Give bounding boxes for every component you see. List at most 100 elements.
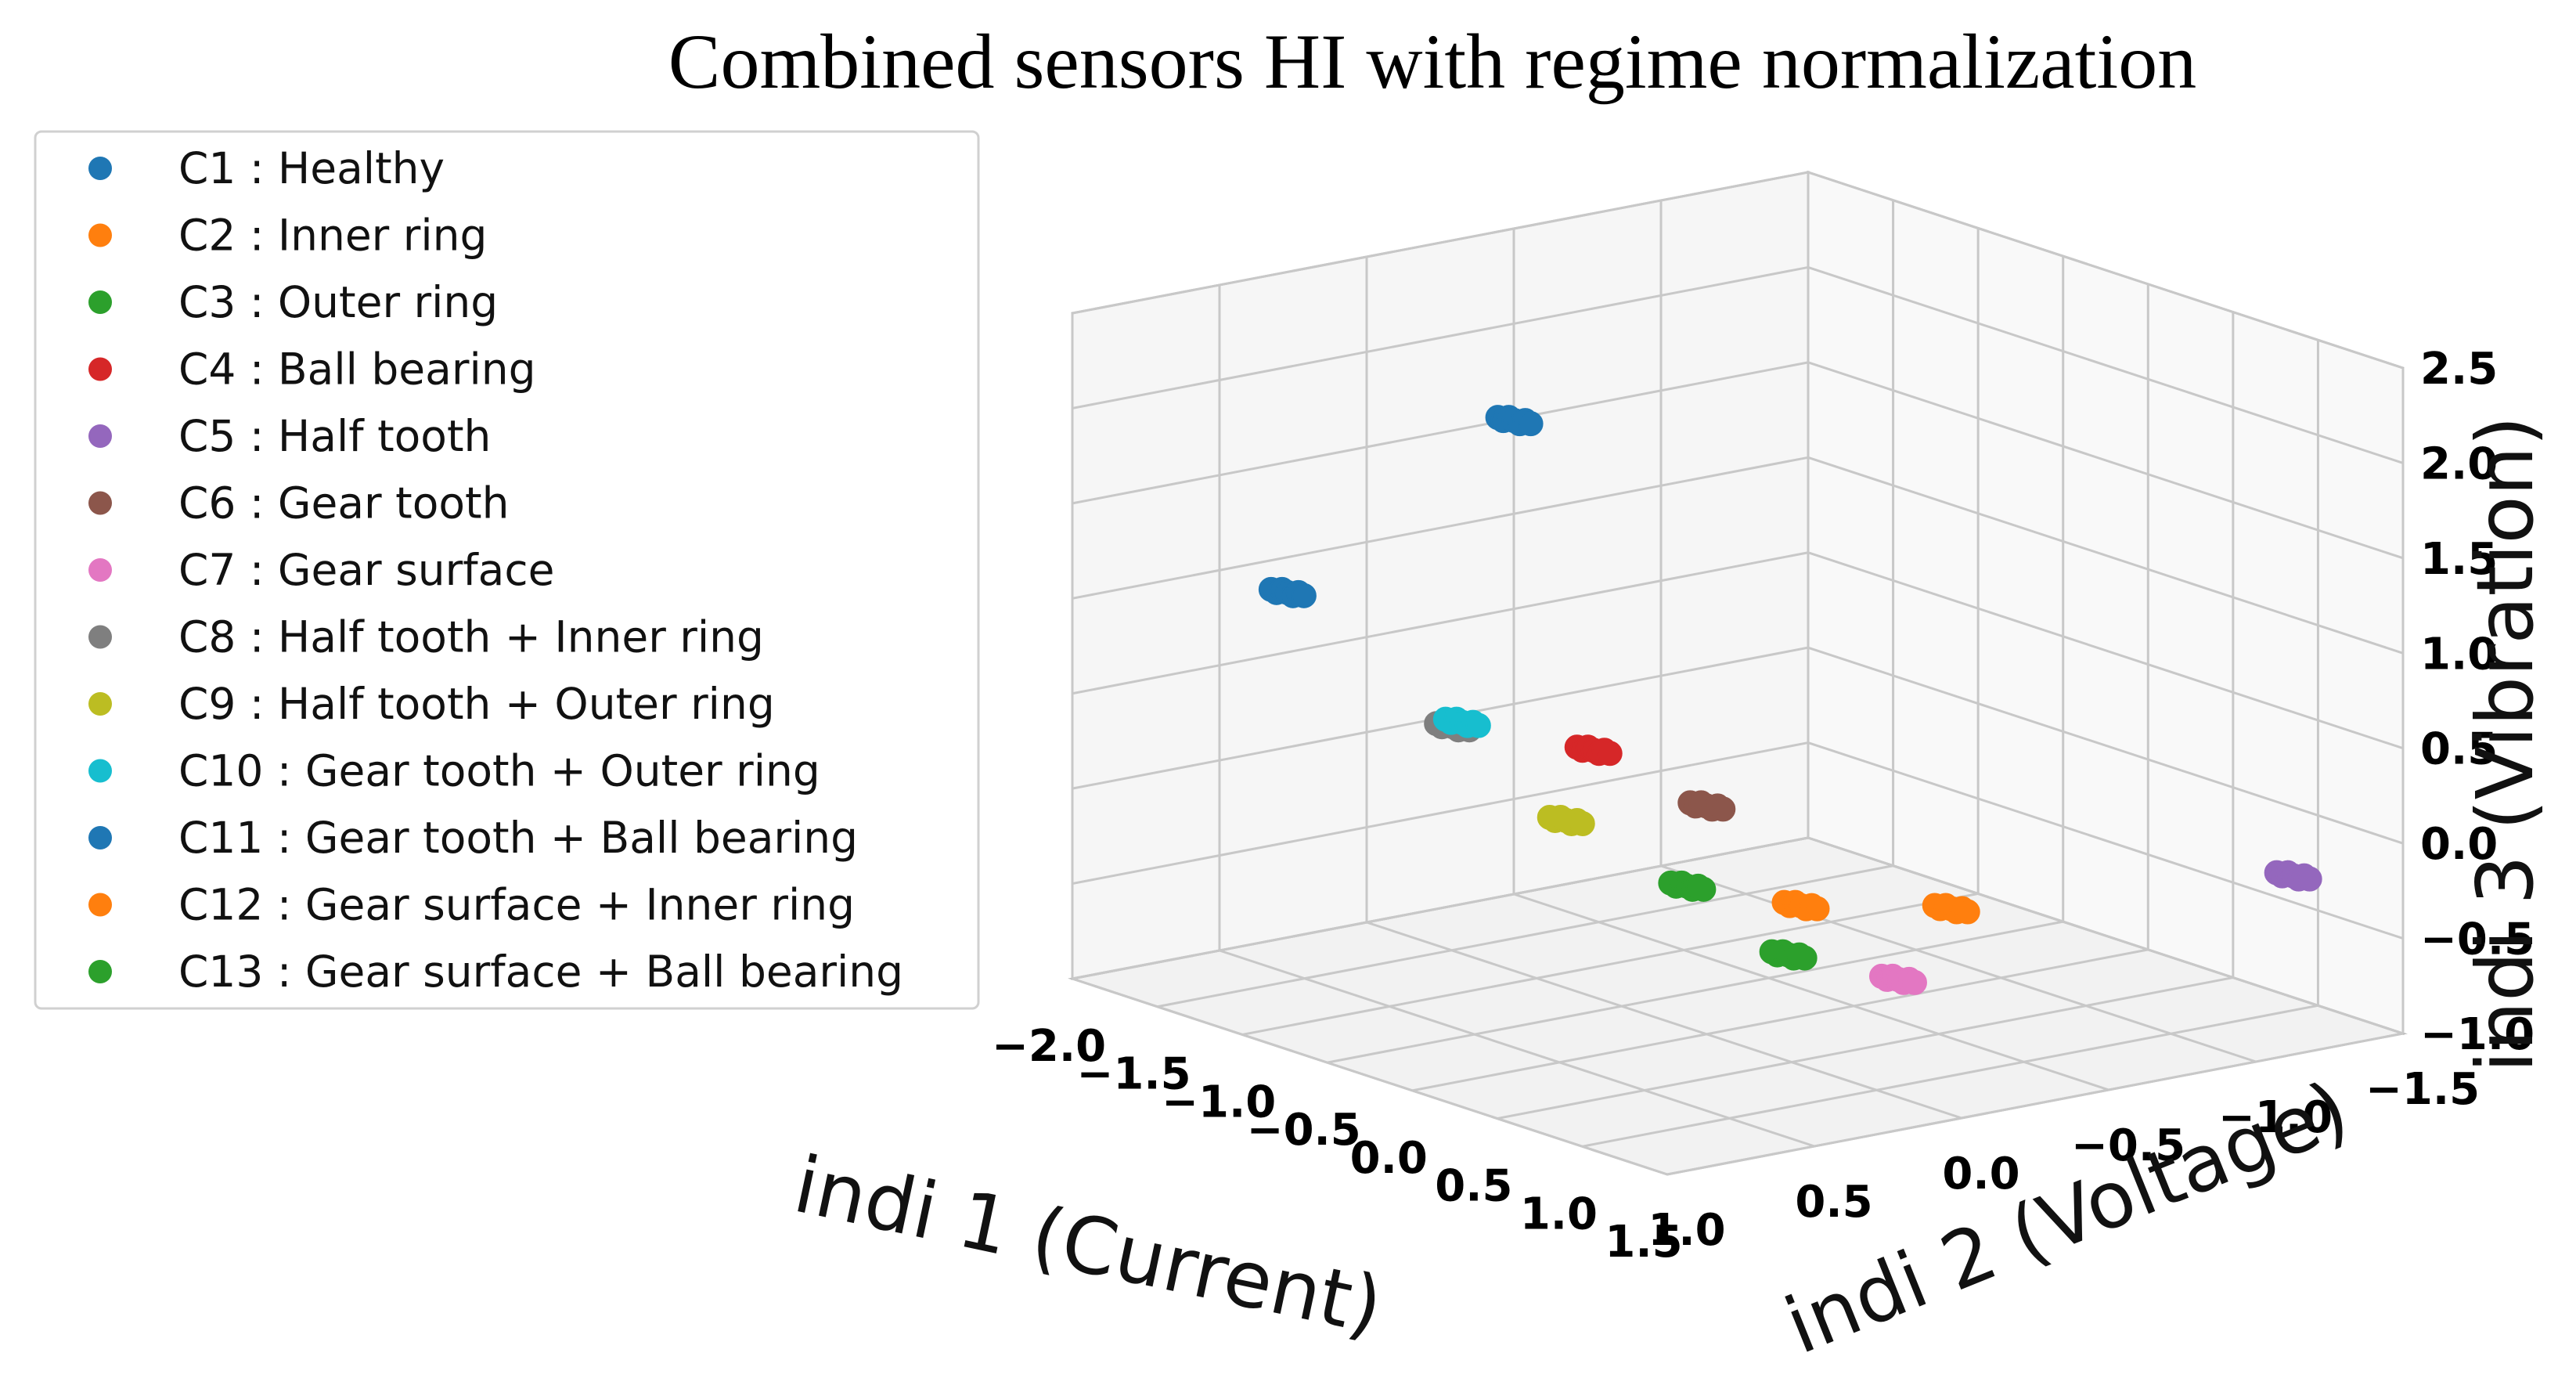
legend-marker	[88, 357, 112, 381]
legend-label: C6 : Gear tooth	[178, 478, 509, 528]
data-point	[1465, 712, 1491, 738]
legend-entry: C13 : Gear surface + Ball bearing	[88, 947, 903, 997]
legend-label: C12 : Gear surface + Inner ring	[178, 880, 855, 930]
x-tick-label: −1.5	[1077, 1049, 1191, 1100]
data-point	[1569, 810, 1595, 836]
grid-line	[1807, 456, 2404, 655]
legend-label: C4 : Ball bearing	[178, 344, 536, 395]
grid-line	[1241, 892, 1979, 1036]
legend-entry: C4 : Ball bearing	[88, 344, 536, 395]
z-tick-labels: 2.5 2.0 1.5 1.0 0.5 0.0 −0.5 −1.0	[2420, 344, 2535, 1060]
legend-marker	[88, 223, 112, 247]
series-10-points	[1432, 706, 1491, 738]
grid-line	[1807, 646, 2404, 845]
legend-entry: C8 : Half tooth + Inner ring	[88, 612, 764, 662]
x-tick-label: −1.0	[1162, 1077, 1276, 1127]
y-tick-label: −1.5	[2365, 1064, 2480, 1115]
x-tick-label: 0.0	[1350, 1133, 1428, 1184]
grid-line	[1807, 361, 2404, 560]
legend-marker	[88, 893, 112, 917]
x-tick-label: −0.5	[1247, 1105, 1361, 1156]
grid-line	[1072, 265, 1809, 409]
legend: C1 : Healthy C2 : Inner ring C3 : Outer ri…	[34, 130, 980, 1010]
y-tick-labels: −1.5−1.0−0.50.00.51.0	[1648, 1064, 2480, 1256]
legend-marker	[88, 424, 112, 448]
grid-line	[1072, 361, 1809, 505]
z-tick-label: 2.0	[2420, 438, 2498, 489]
legend-label: C9 : Half tooth + Outer ring	[178, 679, 775, 729]
grid-line	[1072, 551, 1809, 695]
z-axis-label: indi 3 (Vibration)	[2459, 416, 2551, 1073]
legend-label: C10 : Gear tooth + Outer ring	[178, 746, 820, 796]
legend-label: C7 : Gear surface	[178, 545, 554, 595]
y-tick-label: −0.5	[2071, 1120, 2185, 1171]
series-4-points	[1564, 734, 1623, 767]
y-tick-label: 1.0	[1648, 1205, 1725, 1256]
data-point	[1901, 969, 1927, 995]
series-6-points	[1677, 790, 1736, 822]
legend-marker	[88, 759, 112, 783]
data-points	[1258, 405, 2322, 995]
series-5-points	[2264, 860, 2322, 892]
z-tick-label: 0.0	[2420, 819, 2498, 870]
grid-line	[1219, 949, 1815, 1148]
grid-line	[1072, 836, 1809, 980]
grid-line	[1072, 741, 1809, 886]
axes-grid	[1071, 171, 2405, 1176]
data-point	[1691, 876, 1717, 902]
data-point	[1710, 796, 1736, 822]
grid-line	[1807, 741, 2404, 940]
z-tick-label: 1.0	[2420, 629, 2498, 680]
z-tick-label: −0.5	[2420, 914, 2535, 965]
legend-entry: C9 : Half tooth + Outer ring	[88, 679, 775, 729]
series-2-points	[1771, 889, 1830, 922]
legend-marker	[88, 290, 112, 314]
legend-entry: C5 : Half tooth	[88, 411, 491, 461]
legend-label: C1 : Healthy	[178, 143, 445, 193]
axes-panes	[1068, 170, 2408, 1176]
series-12-points	[1922, 893, 1980, 925]
grid-line	[1497, 976, 2234, 1120]
legend-label: C11 : Gear tooth + Ball bearing	[178, 813, 858, 863]
data-point	[1955, 899, 1980, 925]
series-3-points	[1759, 939, 1818, 971]
x-tick-label: −2.0	[992, 1021, 1106, 1072]
grid-line	[1072, 171, 1809, 315]
x-tick-label: 0.5	[1435, 1161, 1512, 1212]
data-point	[1792, 945, 1818, 971]
legend-label: C3 : Outer ring	[178, 277, 498, 327]
data-point	[1597, 741, 1623, 767]
series-13-points	[1658, 870, 1717, 902]
legend-entry: C3 : Outer ring	[88, 277, 498, 327]
legend-entry: C11 : Gear tooth + Ball bearing	[88, 813, 858, 863]
data-point	[1804, 896, 1830, 922]
y-tick-label: −1.0	[2218, 1092, 2333, 1143]
grid-line	[1157, 864, 1893, 1008]
grid-line	[1807, 171, 2404, 370]
legend-label: C13 : Gear surface + Ball bearing	[178, 947, 903, 997]
legend-entry: C10 : Gear tooth + Outer ring	[88, 746, 820, 796]
legend-marker	[88, 157, 112, 180]
legend-marker	[88, 491, 112, 515]
z-tick-label: 0.5	[2420, 724, 2498, 775]
data-point	[1291, 583, 1317, 608]
grid-line	[1807, 551, 2404, 750]
grid-line	[1072, 977, 1668, 1176]
grid-line	[1327, 920, 2063, 1064]
grid-line	[1513, 893, 2109, 1091]
series-9-points	[1537, 804, 1595, 836]
y-tick-label: 0.0	[1942, 1149, 2019, 1199]
legend-entry: C2 : Inner ring	[88, 211, 487, 261]
grid-line	[1807, 266, 2404, 464]
legend-label: C8 : Half tooth + Inner ring	[178, 612, 764, 662]
legend-marker	[88, 826, 112, 850]
z-tick-label: 2.5	[2420, 344, 2498, 395]
z-tick-label: 1.5	[2420, 534, 2498, 585]
x-tick-labels: −2.0−1.5−1.0−0.50.00.51.01.5	[992, 1021, 1683, 1268]
legend-marker	[88, 558, 112, 582]
legend-entry: C7 : Gear surface	[88, 545, 554, 595]
x-tick-label: 1.5	[1605, 1217, 1682, 1268]
grid-line	[1660, 864, 2257, 1063]
z-tick-label: −1.0	[2420, 1009, 2535, 1060]
